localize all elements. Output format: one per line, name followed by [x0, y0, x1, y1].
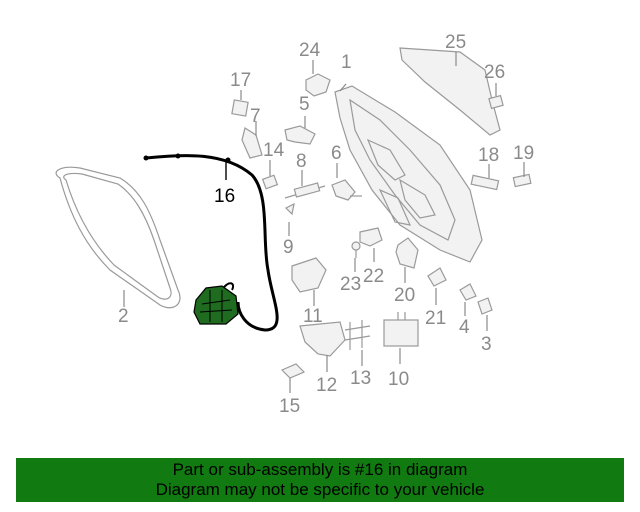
callout-25: 25	[445, 32, 466, 53]
callout-19: 19	[513, 143, 534, 164]
part-8-strut	[284, 182, 326, 199]
part-9-bumper	[284, 202, 295, 216]
callout-26: 26	[484, 62, 505, 83]
callout-21: 21	[425, 308, 446, 329]
part-25-glass	[399, 47, 501, 136]
part-10-box	[383, 312, 419, 347]
notice-banner: Part or sub-assembly is #16 in diagram D…	[16, 458, 624, 502]
part-2-seal	[55, 166, 181, 309]
part-15-clip	[280, 363, 306, 379]
callout-16: 16	[214, 186, 235, 207]
callout-10: 10	[388, 369, 409, 390]
callout-17: 17	[230, 70, 251, 91]
parts-diagram: 1 2 3 4 5 6 7 8 9 10 11 12 13 14 15 16 1…	[55, 32, 534, 417]
callout-4: 4	[459, 317, 470, 338]
part-14-clip	[261, 174, 279, 190]
part-17-pad	[231, 99, 249, 117]
callout-numbers: 1 2 3 4 5 6 7 8 9 10 11 12 13 14 15 16 1…	[118, 32, 534, 417]
notice-line-part-number: Part or sub-assembly is #16 in diagram	[172, 460, 468, 479]
part-21-striker	[427, 267, 447, 287]
part-4-bumper	[459, 283, 477, 301]
part-18-handle	[470, 174, 500, 191]
callout-9: 9	[283, 237, 294, 258]
callout-3: 3	[481, 334, 492, 355]
callout-23: 23	[340, 274, 361, 295]
callout-11: 11	[303, 306, 323, 327]
callout-5: 5	[299, 94, 310, 115]
part-16-cable-assembly	[143, 153, 279, 332]
callout-7: 7	[250, 106, 261, 127]
part-6-latch	[331, 179, 362, 201]
part-24-bracket	[305, 73, 331, 97]
part-19-cap	[512, 173, 532, 188]
callout-14: 14	[263, 140, 285, 161]
callout-18: 18	[478, 145, 499, 166]
callout-20: 20	[394, 285, 415, 306]
part-23-screw	[351, 241, 361, 258]
callout-15: 15	[279, 396, 300, 417]
part-12-panel	[299, 321, 346, 357]
part-1-liftgate	[334, 85, 483, 263]
leader-lines	[123, 52, 525, 393]
part-11-module	[291, 257, 327, 293]
part-22-lock	[359, 227, 383, 247]
callout-8: 8	[296, 151, 307, 172]
part-13-bracket	[344, 320, 371, 350]
part-20-actuator	[395, 237, 419, 269]
callout-6: 6	[331, 143, 342, 164]
callout-24: 24	[299, 40, 321, 61]
callout-22: 22	[363, 266, 384, 287]
part-26-clip	[488, 94, 504, 110]
part-5-hinge	[284, 125, 316, 145]
callout-1: 1	[341, 52, 352, 73]
part-7-bracket	[241, 127, 263, 159]
notice-line-disclaimer: Diagram may not be specific to your vehi…	[155, 480, 485, 499]
callout-13: 13	[350, 368, 371, 389]
part-16-actuator	[193, 285, 239, 325]
callout-2: 2	[118, 306, 129, 327]
part-3-trim	[477, 297, 493, 315]
callout-12: 12	[316, 375, 337, 396]
